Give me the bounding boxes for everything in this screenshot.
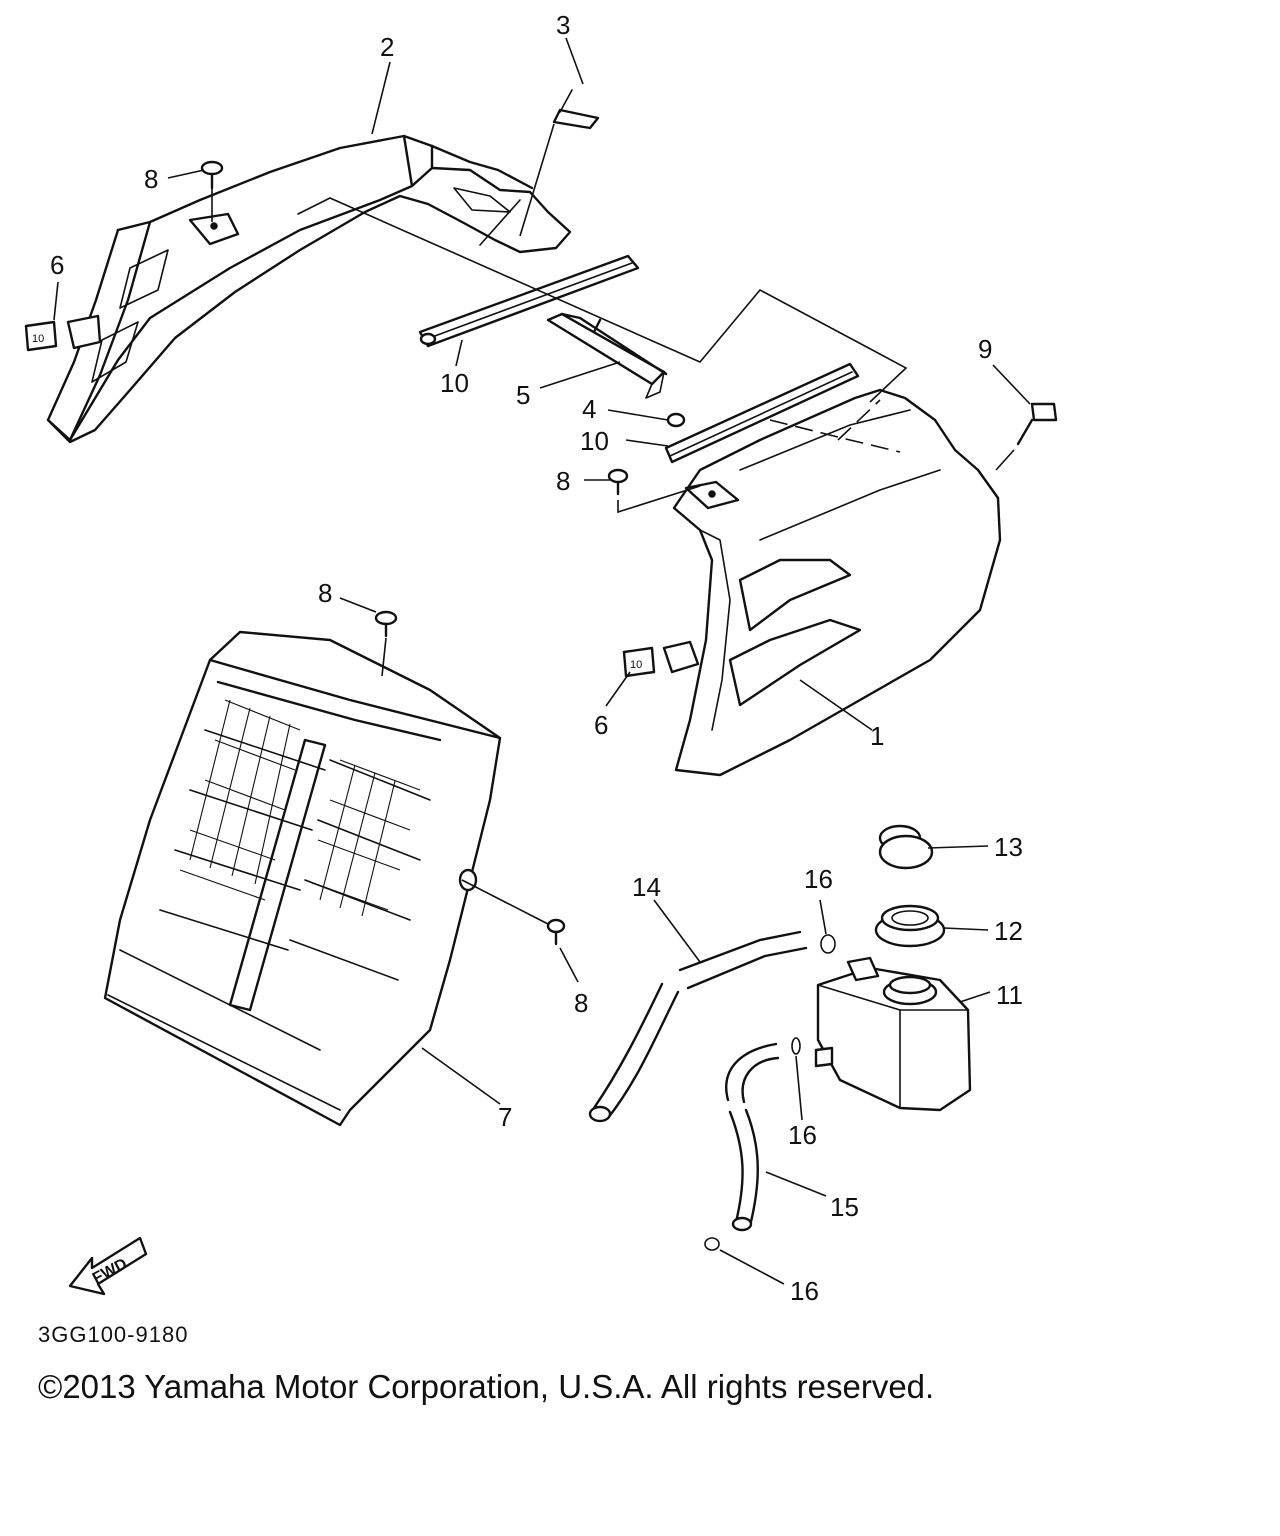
fwd-arrow-icon: FWD — [68, 1236, 148, 1296]
callout-16-a: 16 — [804, 864, 833, 894]
part-13-cap — [878, 824, 934, 870]
part-11-reservoir-tank — [814, 956, 972, 1112]
part-6-nut-right: 10 — [622, 646, 656, 678]
callout-4: 4 — [582, 394, 596, 424]
part-3-rivet — [552, 89, 602, 334]
part-8-screw-d — [546, 918, 566, 946]
part-8-screw-c — [374, 610, 398, 638]
part-9-bolt — [1016, 402, 1058, 446]
callout-13: 13 — [994, 832, 1023, 862]
callout-6-left: 6 — [50, 250, 64, 280]
callout-5: 5 — [516, 380, 530, 410]
part-12-seal-ring — [874, 904, 946, 948]
part-2-left-shroud — [46, 134, 572, 444]
part-1-right-shroud — [662, 388, 1002, 777]
callout-12: 12 — [994, 916, 1023, 946]
part-15-hose — [725, 1042, 780, 1232]
part-5-cushion — [546, 312, 668, 399]
callout-11: 11 — [996, 980, 1023, 1010]
callout-labels: 1 2 3 4 5 6 6 7 8 8 8 8 9 10 10 11 12 13… — [50, 10, 1023, 1306]
leader-lines — [53, 37, 1031, 1285]
diagram-code: 3GG100-9180 — [38, 1322, 189, 1347]
callout-15: 15 — [830, 1192, 859, 1222]
svg-text:10: 10 — [630, 659, 642, 671]
callout-8-b: 8 — [556, 466, 570, 496]
part-10-lower-trim — [664, 362, 860, 464]
callout-3: 3 — [556, 10, 570, 40]
callout-14: 14 — [632, 872, 661, 902]
callout-7: 7 — [498, 1102, 512, 1132]
grille-mesh — [179, 699, 421, 917]
callout-10-b: 10 — [580, 426, 609, 456]
part-8-screw-b — [607, 468, 629, 496]
callout-1: 1 — [870, 721, 884, 751]
part-6-nut-left: 10 — [24, 320, 58, 352]
callout-16-c: 16 — [790, 1276, 819, 1306]
part-8-screw-a — [200, 160, 224, 190]
callout-16-b: 16 — [788, 1120, 817, 1150]
copyright-notice: ©2013 Yamaha Motor Corporation, U.S.A. A… — [38, 1368, 935, 1405]
part-10-upper-trim — [418, 254, 640, 348]
callout-8-a: 8 — [144, 164, 158, 194]
callout-6-right: 6 — [594, 710, 608, 740]
part-16-clips — [704, 934, 836, 1251]
callout-8-d: 8 — [574, 988, 588, 1018]
callout-10-a: 10 — [440, 368, 469, 398]
svg-text:10: 10 — [32, 333, 44, 345]
part-4-grommet — [666, 412, 686, 428]
part-14-hose — [588, 930, 808, 1123]
callout-8-c: 8 — [318, 578, 332, 608]
grille-louvers — [107, 729, 431, 1111]
callout-9: 9 — [978, 334, 992, 364]
part-7-radiator-grille — [103, 630, 502, 1127]
fasteners: 10 10 — [24, 89, 1058, 946]
callout-2: 2 — [380, 32, 394, 62]
